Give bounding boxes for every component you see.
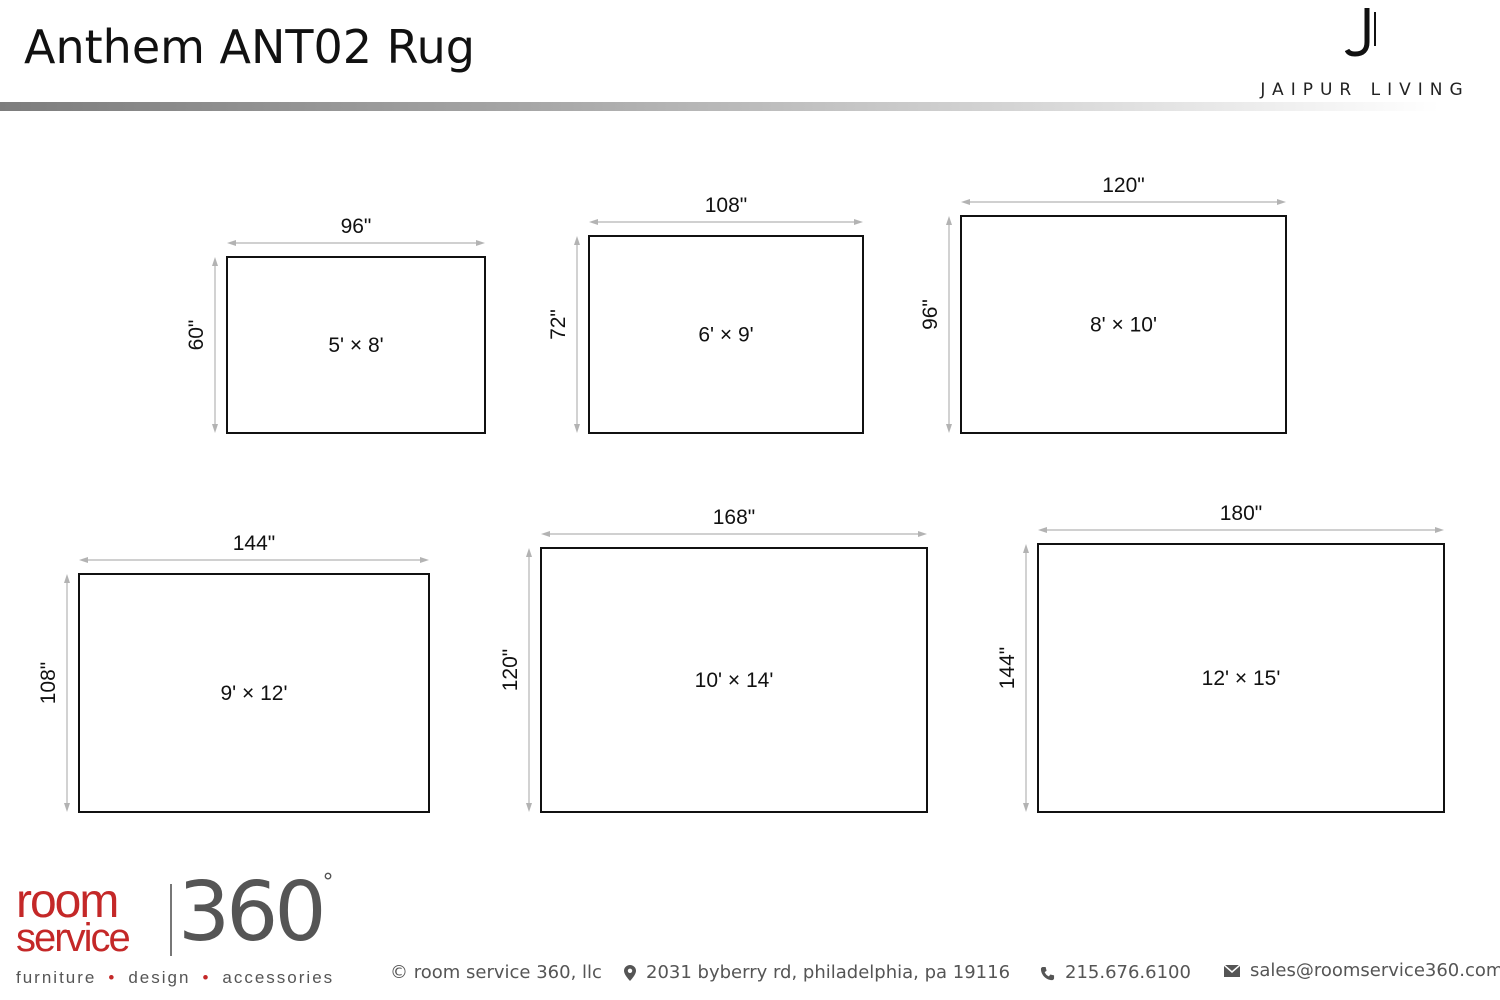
brand-logo: JAIPUR LIVING <box>1245 6 1485 100</box>
rug-2-width-label: 108" <box>705 194 748 217</box>
rug-6-height-arrow-start-head <box>1023 544 1029 553</box>
rug-2-size-label: 6' × 9' <box>698 324 753 347</box>
rug-4-height-label: 108" <box>37 662 60 705</box>
page-title: Anthem ANT02 Rug <box>24 20 475 74</box>
rug-2-outline <box>588 235 864 434</box>
rug-2-height-arrow-end-head <box>574 424 580 433</box>
rug-5-outline <box>540 547 928 813</box>
rug-2-width-arrow-end-head <box>854 219 863 225</box>
title-underline <box>0 102 1440 111</box>
rug-5-size-label: 10' × 14' <box>695 669 774 692</box>
logo-360-text: 360° <box>178 865 334 960</box>
rug-1-height-arrow-end-head <box>212 424 218 433</box>
rug-3-height-arrow-end-head <box>946 424 952 433</box>
rug-5-height-arrow-end-head <box>526 803 532 812</box>
logo-service-text: service <box>16 916 131 960</box>
rug-4-height-arrow-start-head <box>64 574 70 583</box>
rug-6-height-label: 144" <box>996 647 1019 690</box>
brand-j-icon <box>1345 8 1376 57</box>
footer-email: sales@roomservice360.com <box>1224 960 1500 981</box>
rug-4-width-arrow-start-head <box>79 557 88 563</box>
footer-phone-text[interactable]: 215.676.6100 <box>1065 962 1191 983</box>
rug-2-height-arrow-start-head <box>574 236 580 245</box>
rug-4-size-label: 9' × 12' <box>221 682 288 705</box>
rug-3-outline <box>960 215 1287 434</box>
envelope-icon <box>1224 965 1240 977</box>
rug-4-width-arrow-end-head <box>420 557 429 563</box>
footer-email-text[interactable]: sales@roomservice360.com <box>1250 960 1500 981</box>
rug-6-width-label: 180" <box>1220 502 1263 525</box>
logo-separator <box>170 884 172 956</box>
rug-1-width-arrow-end-head <box>476 240 485 246</box>
footer-phone: 215.676.6100 <box>1040 962 1191 983</box>
rug-6-outline <box>1037 543 1445 813</box>
map-pin-icon <box>624 965 636 981</box>
brand-name: JAIPUR LIVING <box>1260 80 1470 100</box>
footer-logo: room service 360° furniture•design•acces… <box>14 872 364 993</box>
rug-5-width-arrow-end-head <box>918 531 927 537</box>
rug-3-width-arrow-end-head <box>1277 199 1286 205</box>
rug-1-size-label: 5' × 8' <box>328 334 383 357</box>
rug-1-height-arrow-start-head <box>212 257 218 266</box>
rug-3-width-arrow-start-head <box>961 199 970 205</box>
rug-6-size-label: 12' × 15' <box>1202 667 1281 690</box>
rug-4-height-arrow-end-head <box>64 803 70 812</box>
rug-5-width-label: 168" <box>713 506 756 529</box>
rug-3-height-arrow-start-head <box>946 216 952 225</box>
footer-copyright: © room service 360, llc <box>390 962 602 983</box>
logo-tagline: furniture•design•accessories <box>16 968 335 987</box>
rug-5-width-arrow-start-head <box>541 531 550 537</box>
footer-address: 2031 byberry rd, philadelphia, pa 19116 <box>624 962 1010 983</box>
rug-1-height-label: 60" <box>185 320 208 351</box>
rug-4-width-label: 144" <box>233 532 276 555</box>
rug-3-width-label: 120" <box>1102 174 1145 197</box>
rug-3-size-label: 8' × 10' <box>1090 314 1157 337</box>
rug-6-width-arrow-start-head <box>1038 527 1047 533</box>
rug-1-outline <box>226 256 486 434</box>
rug-5-height-arrow-start-head <box>526 548 532 557</box>
rug-2-height-label: 72" <box>547 309 570 340</box>
phone-icon <box>1040 966 1055 980</box>
footer-address-text[interactable]: 2031 byberry rd, philadelphia, pa 19116 <box>646 962 1011 983</box>
rug-6-width-arrow-end-head <box>1435 527 1444 533</box>
logo-room-text: room <box>16 875 119 928</box>
rug-6-height-arrow-end-head <box>1023 803 1029 812</box>
rug-1-width-label: 96" <box>341 215 372 238</box>
rug-3-height-label: 96" <box>919 299 942 330</box>
rug-5-height-label: 120" <box>499 649 522 692</box>
rug-2-width-arrow-start-head <box>589 219 598 225</box>
rug-4-outline <box>78 573 430 813</box>
rug-1-width-arrow-start-head <box>227 240 236 246</box>
